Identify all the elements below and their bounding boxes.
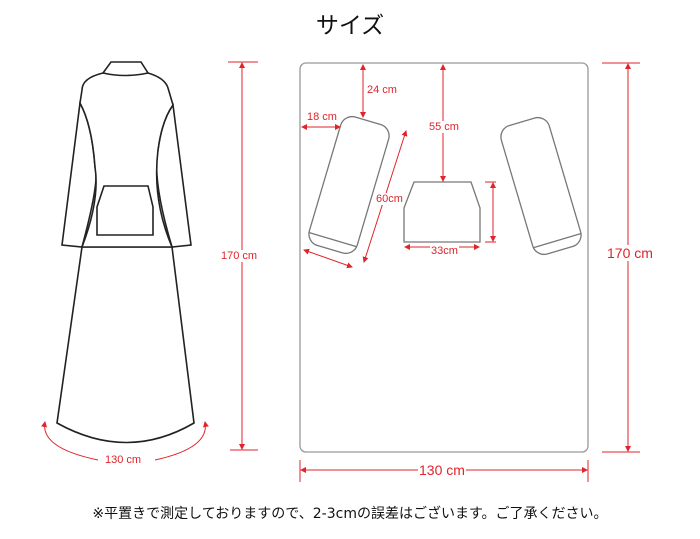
blanket-width-label: 130 cm [418, 462, 466, 478]
robe-pocket [96, 185, 154, 236]
robe-length-label: 170 cm [220, 250, 259, 262]
pocket-width-label: 33cm [430, 245, 459, 257]
blanket-pocket [403, 181, 481, 243]
robe-collar [101, 61, 150, 77]
sleeve-side-offset-label: 18 cm [307, 111, 337, 123]
robe-hem-label: 130 cm [104, 454, 143, 466]
robe-hem-dimension [41, 421, 209, 461]
robe-skirt [56, 246, 195, 444]
page-title: サイズ [315, 13, 385, 39]
robe-illustration [56, 61, 195, 444]
blanket-height-label: 170 cm [606, 245, 654, 261]
pocket-top-offset-label: 55 cm [428, 121, 460, 133]
sleeve-length-label: 60cm [375, 193, 404, 205]
measurement-note: ※平置きで測定しておりますので、2-3cmの誤差はございます。ご了承ください。 [92, 506, 608, 522]
right-sleeve [500, 116, 582, 256]
sleeve-top-offset-label: 24 cm [366, 84, 398, 96]
